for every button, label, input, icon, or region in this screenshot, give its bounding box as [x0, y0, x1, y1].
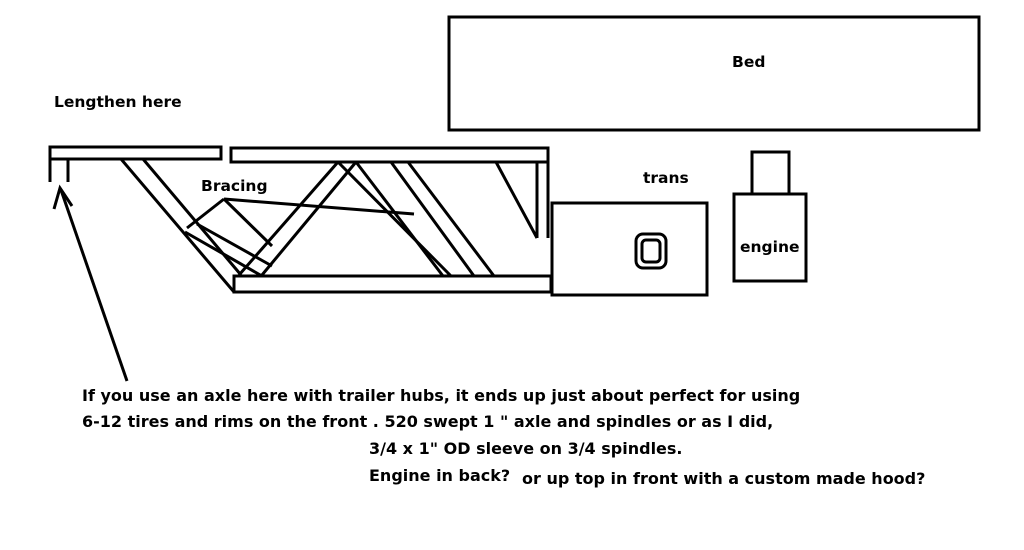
note-line-2: 6-12 tires and rims on the front . 520 s… [82, 412, 774, 431]
front-diagonal-outer [119, 158, 236, 293]
trans-label: trans [643, 169, 689, 187]
bracing-callout-3 [223, 197, 415, 216]
lengthen-here-label: Lengthen here [54, 93, 182, 111]
bracing-callout-1 [222, 197, 274, 248]
truss-right-inner [354, 161, 445, 277]
top-rail [229, 146, 550, 164]
engine-label: engine [740, 238, 800, 256]
note-line-4a: Engine in back? [369, 466, 511, 485]
truss-left-outer [237, 161, 340, 276]
note-line-4b: or up top in front with a custom made ho… [522, 469, 926, 488]
arrow-head [52, 184, 74, 210]
note-line-1: If you use an axle here with trailer hub… [82, 386, 801, 405]
bracing-a-2 [196, 222, 273, 268]
truss-right-2-outer [389, 161, 476, 277]
truss-left-inner [260, 161, 358, 276]
trans-output [634, 232, 668, 270]
engine-top [750, 150, 791, 196]
note-line-3: 3/4 x 1" OD sleeve on 3/4 spindles. [369, 439, 683, 458]
truss-right-2-inner [406, 161, 496, 277]
bed-label: Bed [732, 53, 766, 71]
trans-output-inner [640, 238, 662, 264]
trans-box [550, 201, 709, 297]
bottom-rail [232, 274, 553, 294]
truss-right-outer [336, 160, 453, 278]
bed-box [447, 15, 981, 132]
bracing-a-1 [184, 230, 263, 278]
bracing-callout-2 [186, 197, 225, 230]
bracing-label: Bracing [201, 177, 268, 195]
rear-diagonal [494, 161, 539, 239]
arrow-shaft [59, 189, 129, 382]
front-rail [48, 145, 223, 161]
